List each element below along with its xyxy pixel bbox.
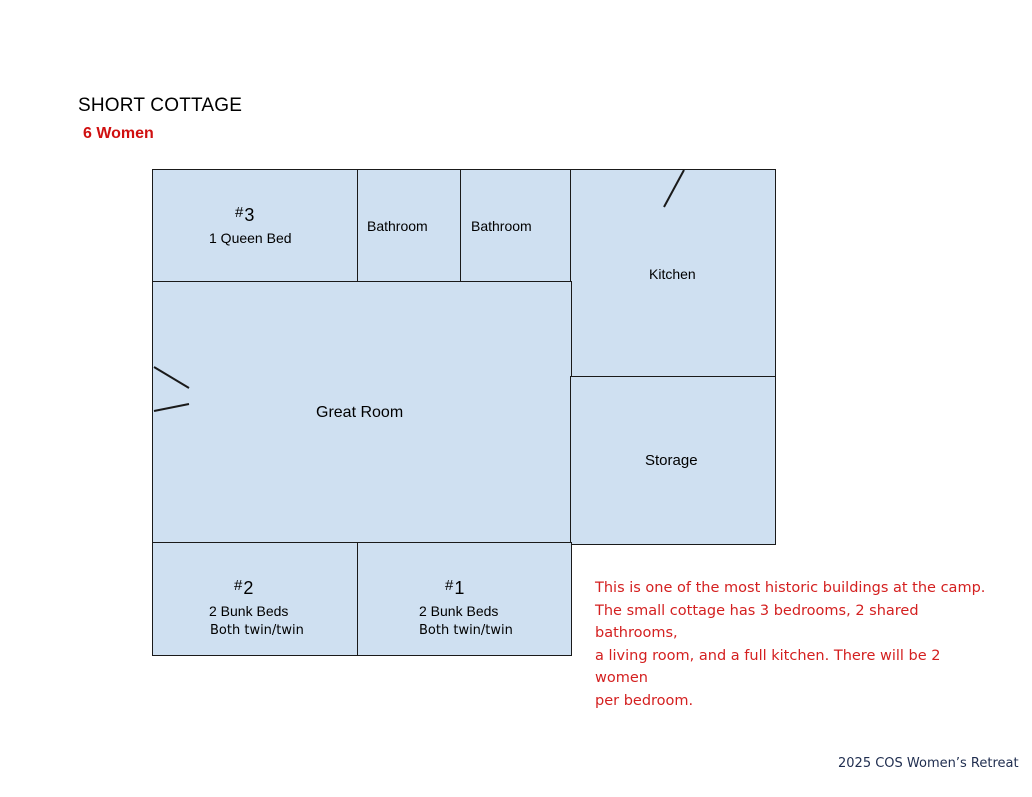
description-line: a living room, and a full kitchen. There…	[595, 647, 941, 687]
page-title: SHORT COTTAGE	[78, 95, 243, 116]
bedroom-1-beds: 2 Bunk Beds	[419, 603, 499, 619]
capacity-label: 6 Women	[83, 125, 154, 142]
bedroom-3-number: #3	[235, 204, 255, 225]
great-room-label: Great Room	[316, 404, 404, 421]
bathroom-2: Bathroom	[460, 169, 574, 283]
footer-text: 2025 COS Women’s Retreat	[838, 756, 1019, 771]
description-line: This is one of the most historic buildin…	[595, 580, 986, 596]
bedroom-2-number: #2	[234, 577, 254, 598]
bedroom-2-detail: Both twin/twin	[210, 623, 304, 638]
kitchen: Kitchen	[570, 169, 776, 379]
description-line: The small cottage has 3 bedrooms, 2 shar…	[595, 602, 919, 642]
storage: Storage	[570, 376, 776, 545]
bedroom-2: #2 2 Bunk Beds Both twin/twin	[152, 542, 359, 656]
description-line: per bedroom.	[595, 692, 694, 709]
bathroom-1: Bathroom	[357, 169, 462, 283]
bedroom-2-beds: 2 Bunk Beds	[209, 603, 289, 619]
bedroom-1-detail: Both twin/twin	[419, 623, 513, 638]
cottage-description: This is one of the most historic buildin…	[595, 577, 995, 712]
kitchen-label: Kitchen	[649, 266, 696, 282]
great-room: Great Room	[152, 281, 572, 545]
bathroom-1-label: Bathroom	[367, 218, 428, 234]
bedroom-1: #1 2 Bunk Beds Both twin/twin	[357, 542, 572, 656]
bathroom-2-label: Bathroom	[471, 218, 532, 234]
bedroom-3-bed: 1 Queen Bed	[209, 230, 292, 246]
bedroom-1-number: #1	[445, 577, 465, 598]
storage-label: Storage	[645, 452, 698, 469]
bedroom-3: #3 1 Queen Bed	[152, 169, 359, 283]
